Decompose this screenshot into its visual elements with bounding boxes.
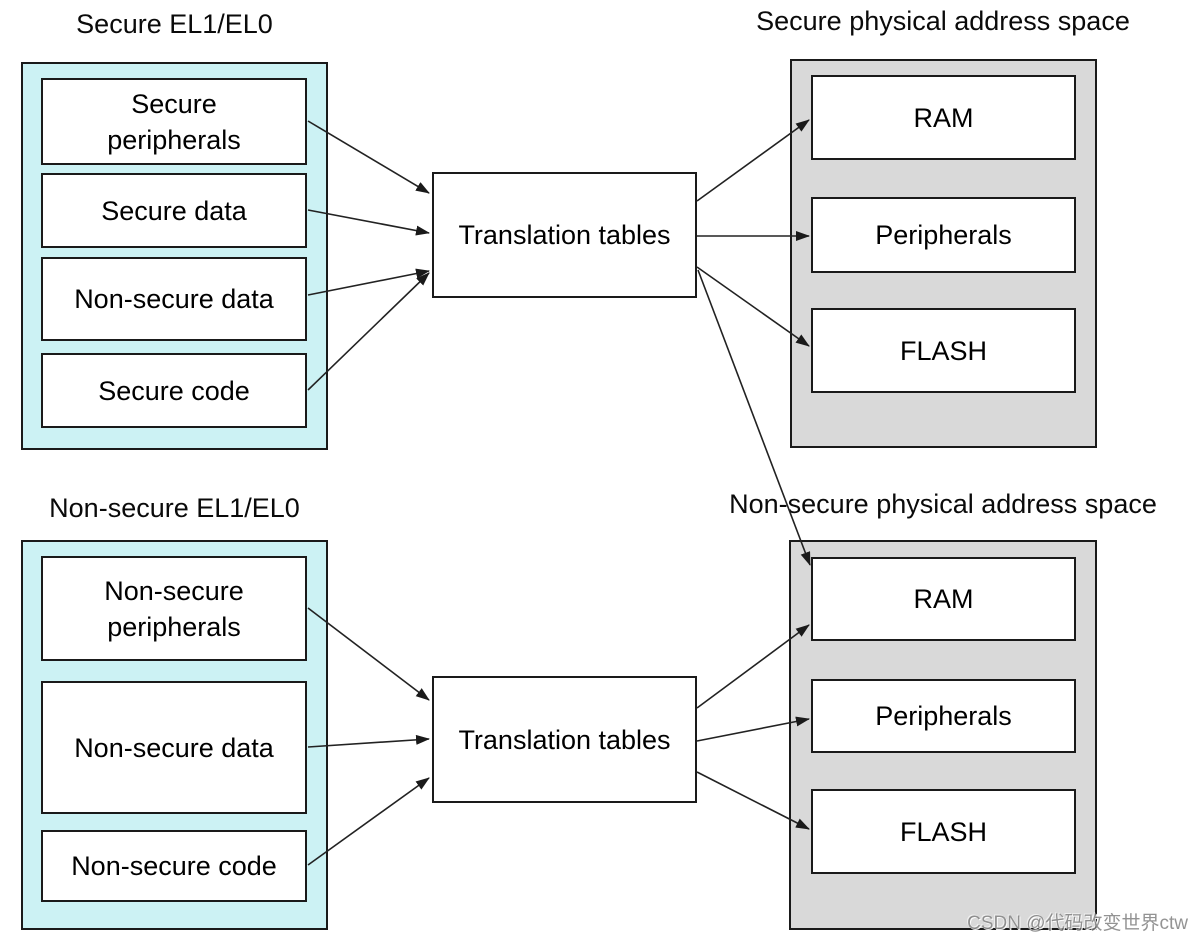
box-secure-peripherals: Secure peripherals <box>41 78 307 165</box>
box-nonsecure-flash: FLASH <box>811 789 1076 874</box>
box-nonsecure-peripherals: Non-secure peripherals <box>41 556 307 661</box>
csdn-watermark: CSDN @代码改变世界ctw <box>967 913 1188 934</box>
nonsecure-world-title: Non-secure EL1/EL0 <box>49 493 300 523</box>
box-secure-pas-peripherals: Peripherals <box>811 197 1076 273</box>
box-secure-data: Secure data <box>41 173 307 248</box>
translation-tables-top: Translation tables <box>432 172 697 298</box>
nonsecure-pas-title: Non-secure physical address space <box>729 489 1157 519</box>
box-secure-flash: FLASH <box>811 308 1076 393</box>
box-secure-code: Secure code <box>41 353 307 428</box>
box-nonsecure-pas-peripherals: Peripherals <box>811 679 1076 753</box>
box-nonsecure-ram: RAM <box>811 557 1076 641</box>
box-nonsecure-data-top: Non-secure data <box>41 257 307 341</box>
secure-pas-title: Secure physical address space <box>756 6 1130 36</box>
box-secure-ram: RAM <box>811 75 1076 160</box>
translation-tables-bottom: Translation tables <box>432 676 697 803</box>
box-nonsecure-code: Non-secure code <box>41 830 307 902</box>
secure-world-title: Secure EL1/EL0 <box>76 9 273 39</box>
box-nonsecure-data: Non-secure data <box>41 681 307 814</box>
